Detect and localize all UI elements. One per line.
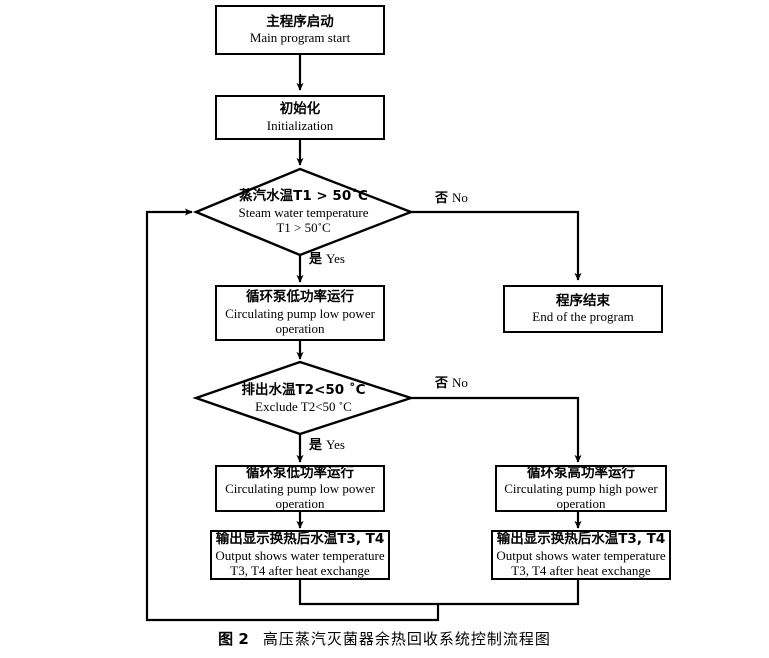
- node-pump-low-power-second-label-cn: 循环泵低功率运行: [246, 464, 354, 481]
- node-pump-low-power-second-label-en-2: operation: [275, 496, 325, 512]
- node-decision-steam-temperature-label-en-2: T1 > 50˚C: [276, 219, 331, 235]
- node-pump-low-power-first-label-en-2: operation: [275, 320, 325, 336]
- figure-caption-number: 图 2: [218, 630, 249, 648]
- node-output-display-right-label-en-2: T3, T4 after heat exchange: [511, 562, 651, 578]
- node-output-display-left-label-en-2: T3, T4 after heat exchange: [230, 562, 370, 578]
- node-pump-low-power-second-label-en-1: Circulating pump low power: [225, 481, 375, 497]
- node-pump-high-power: 循环泵高功率运行 Circulating pump high power ope…: [495, 465, 667, 512]
- node-initialization: 初始化 Initialization: [215, 95, 385, 140]
- node-end-of-program-label-en: End of the program: [532, 309, 634, 325]
- node-decision-exhaust-temperature-label-en-1: Exclude T2<50 ˚C: [255, 399, 352, 415]
- node-decision-steam-temperature-label-en-1: Steam water temperature: [238, 204, 369, 220]
- node-end-of-program-label-cn: 程序结束: [556, 292, 610, 309]
- node-output-display-right-label-en-1: Output shows water temperature: [496, 547, 666, 563]
- node-pump-low-power-second: 循环泵低功率运行 Circulating pump low power oper…: [215, 465, 385, 512]
- node-start-label-cn: 主程序启动: [266, 13, 334, 30]
- edge-label-decision1-no-en: No: [452, 190, 468, 205]
- edge-label-decision1-no-cn: 否: [435, 191, 449, 206]
- edge-label-decision1-yes-en: Yes: [326, 251, 345, 266]
- node-decision-exhaust-temperature: 排出水温T2<50 ˚C Exclude T2<50 ˚C: [196, 381, 411, 417]
- edge-label-decision2-no-cn: 否: [435, 376, 449, 391]
- node-pump-low-power-first-label-en-1: Circulating pump low power: [225, 305, 375, 321]
- node-output-display-left: 输出显示换热后水温T3, T4 Output shows water tempe…: [210, 530, 390, 580]
- edge-output-left-feedback: [145, 208, 440, 622]
- node-start-label-en: Main program start: [249, 30, 351, 46]
- node-decision-steam-temperature-label-cn: 蒸汽水温T1 > 50˚C: [239, 187, 368, 204]
- node-start: 主程序启动 Main program start: [215, 5, 385, 55]
- node-pump-high-power-label-cn: 循环泵高功率运行: [527, 464, 635, 481]
- node-initialization-label-cn: 初始化: [279, 101, 321, 118]
- node-output-display-right: 输出显示换热后水温T3, T4 Output shows water tempe…: [491, 530, 671, 580]
- edge-label-decision2-yes-en: Yes: [326, 437, 345, 452]
- figure-caption-text: 高压蒸汽灭菌器余热回收系统控制流程图: [262, 630, 551, 648]
- node-pump-low-power-first: 循环泵低功率运行 Circulating pump low power oper…: [215, 285, 385, 341]
- node-decision-steam-temperature: 蒸汽水温T1 > 50˚C Steam water temperature T1…: [196, 186, 411, 238]
- node-pump-high-power-label-en-2: operation: [556, 496, 606, 512]
- node-pump-low-power-first-label-cn: 循环泵低功率运行: [246, 289, 354, 306]
- node-output-display-left-label-cn: 输出显示换热后水温T3, T4: [215, 531, 385, 548]
- edge-label-decision2-yes-cn: 是: [309, 438, 323, 453]
- edge-decision2-no-to-pump-high: [411, 396, 582, 463]
- edge-label-decision2-no-en: No: [452, 375, 468, 390]
- node-pump-high-power-label-en-1: Circulating pump high power: [504, 481, 658, 497]
- node-decision-exhaust-temperature-label-cn: 排出水温T2<50 ˚C: [241, 382, 366, 399]
- edge-output-right-feedback: [438, 580, 580, 606]
- figure-caption: 图 2 高压蒸汽灭菌器余热回收系统控制流程图: [0, 628, 769, 649]
- node-end-of-program: 程序结束 End of the program: [503, 285, 663, 333]
- node-output-display-left-label-en-1: Output shows water temperature: [215, 547, 385, 563]
- node-output-display-right-label-cn: 输出显示换热后水温T3, T4: [496, 531, 666, 548]
- node-initialization-label-en: Initialization: [266, 117, 334, 133]
- edge-label-decision1-yes-cn: 是: [309, 252, 323, 267]
- edge-decision1-no-to-end: [411, 210, 582, 281]
